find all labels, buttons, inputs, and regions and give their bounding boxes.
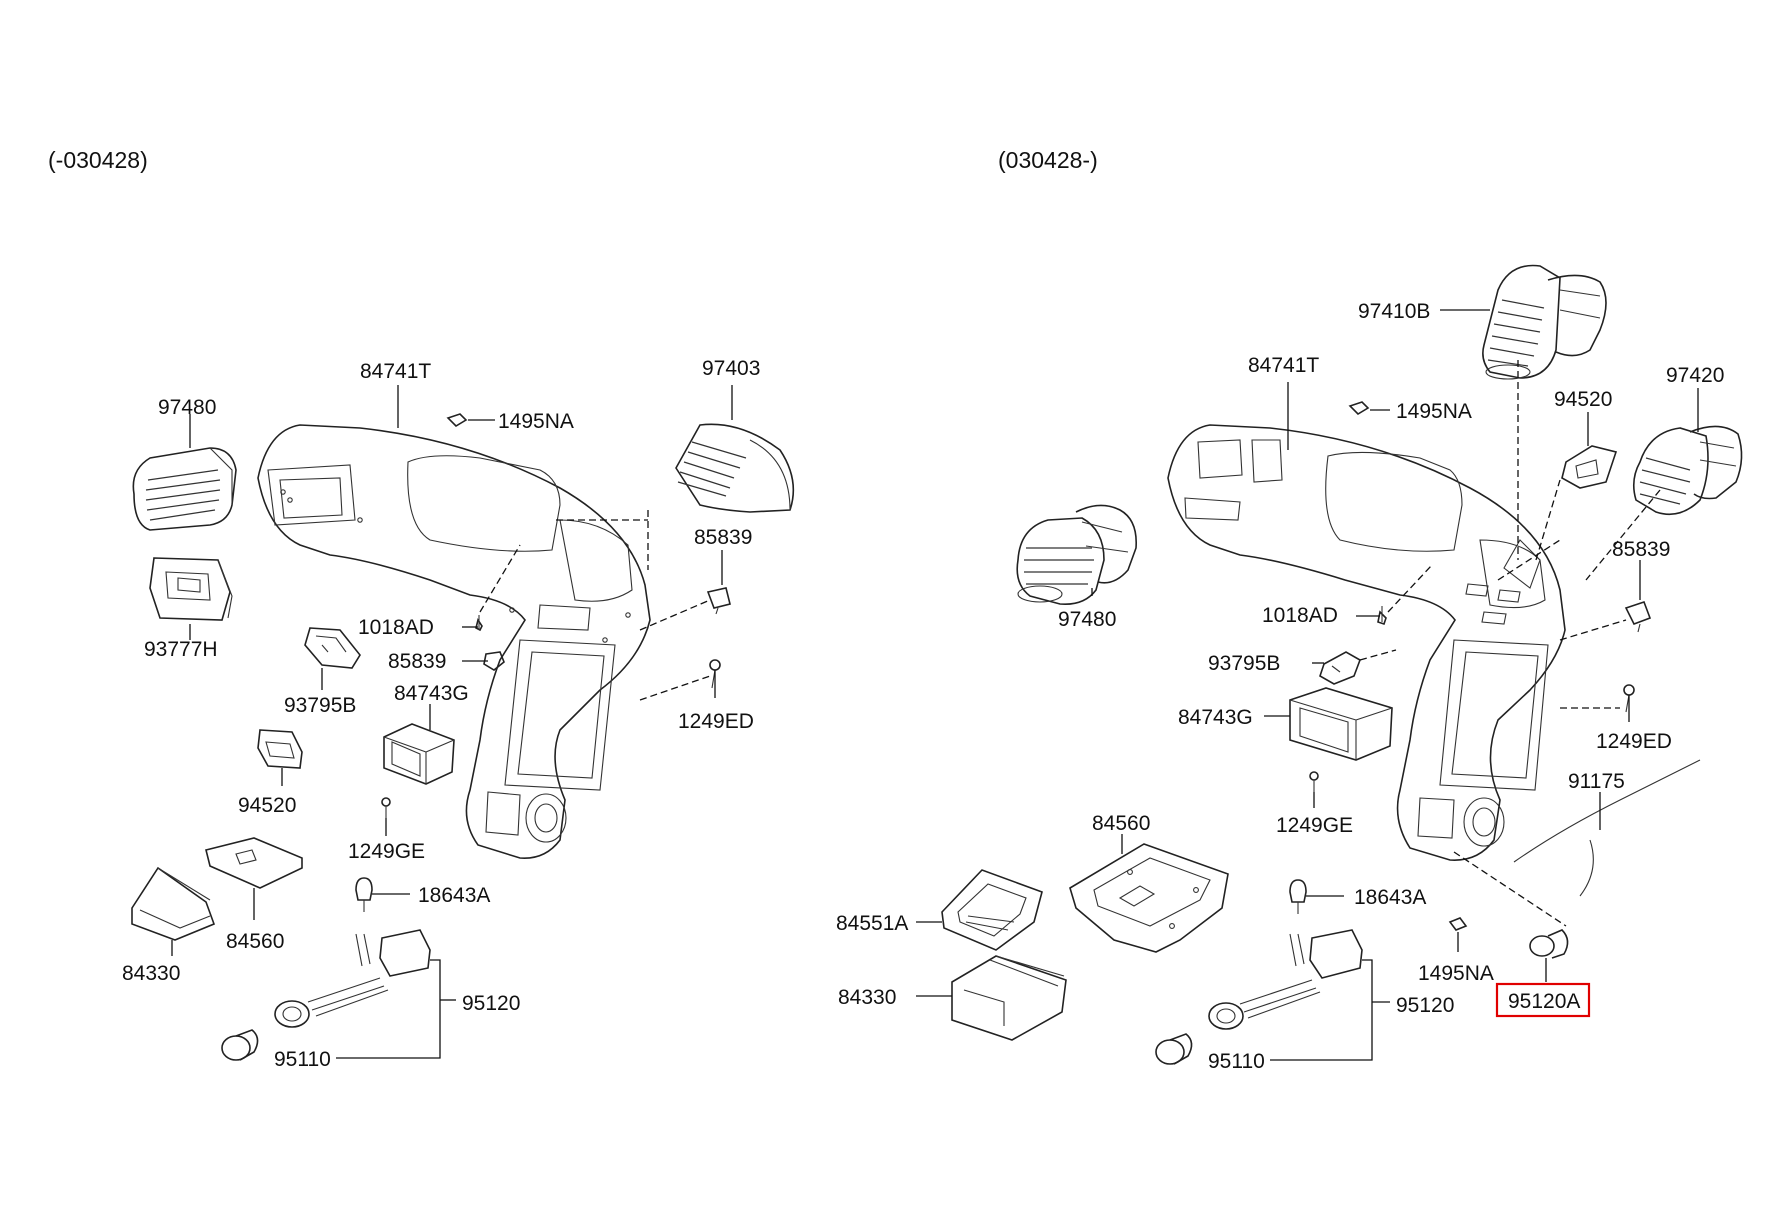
label-1018AD: 1018AD xyxy=(1262,604,1338,627)
label-84330: 84330 xyxy=(122,962,180,985)
left-crash-pad-panel xyxy=(257,424,651,859)
left-screw-1249GE xyxy=(381,797,391,818)
label-1495NA-top: 1495NA xyxy=(1396,400,1472,423)
label-93795B: 93795B xyxy=(1208,652,1280,675)
right-cover-84560 xyxy=(1069,843,1229,953)
left-clip-85839-small xyxy=(483,651,505,671)
label-84330: 84330 xyxy=(838,986,896,1009)
right-section-header: (030428-) xyxy=(998,147,1098,173)
left-screw-1018AD xyxy=(475,615,483,632)
label-94520: 94520 xyxy=(238,794,296,817)
right-clip-1495NA-top xyxy=(1348,401,1370,416)
label-84560: 84560 xyxy=(1092,812,1150,835)
label-97403: 97403 xyxy=(702,357,760,380)
label-85839: 85839 xyxy=(1612,538,1670,561)
label-85839: 85839 xyxy=(694,526,752,549)
label-1018AD: 1018AD xyxy=(358,616,434,639)
label-84743G: 84743G xyxy=(394,682,469,705)
right-screw-1249GE xyxy=(1309,771,1319,792)
left-clip-94520 xyxy=(257,729,303,769)
label-97480: 97480 xyxy=(1058,608,1116,631)
right-vent-97480 xyxy=(1016,504,1137,606)
right-glovebox-84330 xyxy=(951,955,1067,1041)
label-95120: 95120 xyxy=(462,992,520,1015)
label-84743G: 84743G xyxy=(1178,706,1253,729)
right-screw-1018AD xyxy=(1377,606,1387,626)
label-84741T: 84741T xyxy=(360,360,431,383)
label-97480: 97480 xyxy=(158,396,216,419)
left-clip-85839 xyxy=(706,587,731,615)
label-84560: 84560 xyxy=(226,930,284,953)
left-switch-93795B xyxy=(304,627,361,669)
left-box-84743G xyxy=(383,723,455,785)
label-85839-small: 85839 xyxy=(388,650,446,673)
label-1495NA: 1495NA xyxy=(498,410,574,433)
label-93795B: 93795B xyxy=(284,694,356,717)
right-plug-95110 xyxy=(1155,1033,1193,1065)
label-95120: 95120 xyxy=(1396,994,1454,1017)
label-1249GE: 1249GE xyxy=(1276,814,1353,837)
left-leader-lines xyxy=(171,385,733,1059)
label-93777H: 93777H xyxy=(144,638,218,661)
right-vent-97420 xyxy=(1632,425,1743,516)
right-vent-97410B xyxy=(1482,264,1607,380)
label-18643A: 18643A xyxy=(1354,886,1426,909)
right-clip-94520 xyxy=(1561,445,1618,489)
label-84551A: 84551A xyxy=(836,912,908,935)
label-95110: 95110 xyxy=(1208,1050,1265,1073)
label-18643A: 18643A xyxy=(418,884,490,907)
label-95110: 95110 xyxy=(274,1048,331,1071)
left-plug-95110 xyxy=(221,1029,259,1061)
label-1249ED: 1249ED xyxy=(1596,730,1672,753)
label-1249ED: 1249ED xyxy=(678,710,754,733)
label-95120A: 95120A xyxy=(1508,990,1580,1013)
left-side-vent-97480 xyxy=(132,447,237,531)
right-clip-1495NA-bottom xyxy=(1448,917,1468,931)
label-1249GE: 1249GE xyxy=(348,840,425,863)
left-diagram: 84741T 97480 1495NA 97403 85839 93777H 1… xyxy=(122,357,795,1071)
right-clip-85839 xyxy=(1624,600,1652,633)
right-harness-95120 xyxy=(1208,929,1363,1030)
left-tray-84330 xyxy=(131,866,216,941)
label-84741T: 84741T xyxy=(1248,354,1319,377)
left-harness-95120 xyxy=(274,929,431,1028)
left-section-header: (-030428) xyxy=(48,147,148,173)
right-crash-pad-panel xyxy=(1167,424,1566,861)
right-tray-84551A xyxy=(941,869,1043,951)
right-switch-93795B xyxy=(1319,651,1361,685)
left-clip-1495NA xyxy=(446,413,468,428)
right-body-91175 xyxy=(1513,759,1701,897)
right-leader-lines xyxy=(916,309,1699,1061)
left-switch-93777H xyxy=(149,557,233,621)
right-diagram: 97410B 84741T 1495NA 94520 97420 97480 8… xyxy=(836,264,1743,1073)
highlight-box-95120A xyxy=(1495,982,1591,1018)
label-1495NA-bottom: 1495NA xyxy=(1418,962,1494,985)
label-97420: 97420 xyxy=(1666,364,1724,387)
right-box-84743G xyxy=(1289,687,1393,761)
left-vent-97403 xyxy=(675,423,795,513)
label-94520: 94520 xyxy=(1554,388,1612,411)
left-cover-84560 xyxy=(205,837,303,889)
right-bulb-18643A xyxy=(1289,879,1307,914)
label-97410B: 97410B xyxy=(1358,300,1430,323)
label-91175: 91175 xyxy=(1568,770,1625,793)
right-socket-95120A xyxy=(1529,929,1569,959)
left-bulb-18643A xyxy=(355,877,373,912)
